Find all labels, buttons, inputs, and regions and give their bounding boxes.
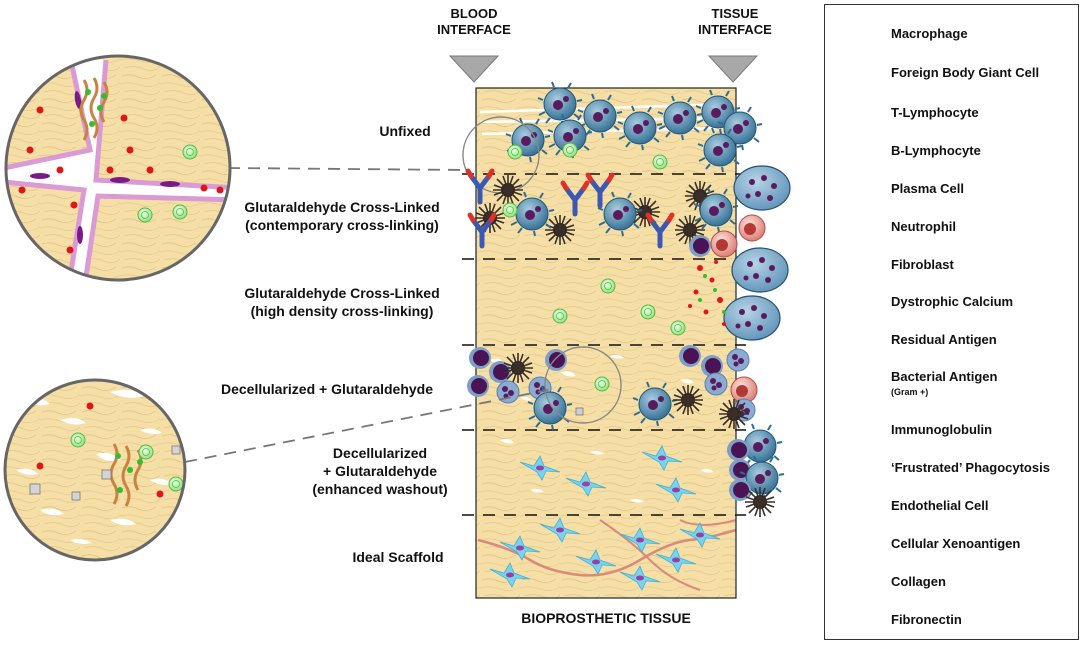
legend-item-immunoglobulin: Immunoglobulin (825, 414, 1078, 448)
layer-label-line: Glutaraldehyde Cross-Linked (244, 285, 440, 301)
legend-sublabel: (Gram +) (891, 387, 929, 397)
legend-item-t-lymphocyte: T-Lymphocyte (825, 97, 1078, 131)
layer-label-line: + Glutaraldehyde (323, 463, 437, 479)
legend-label: Fibronectin (891, 612, 962, 627)
decell-layer-cells (467, 345, 758, 431)
layer-label-enhanced-washout: Decellularized + Glutaraldehyde (enhance… (300, 444, 460, 498)
legend-item-b-lymphocyte: B-Lymphocyte (825, 135, 1078, 169)
layer-dividers (462, 173, 746, 516)
layer-label-line: Ideal Scaffold (352, 549, 444, 565)
legend-item-endothelial-cell: Endothelial Cell (825, 490, 1078, 524)
high-density-layer-cells (552, 247, 789, 341)
tissue-interface-line2: INTERFACE (698, 22, 772, 37)
zoom-circle-decellularized (3, 378, 187, 562)
tissue-interface-line1: TISSUE (711, 6, 759, 21)
tissue-block (476, 88, 736, 598)
blood-interface-line1: BLOOD (450, 6, 498, 21)
legend-item-residual-antigen: Residual Antigen (825, 324, 1078, 358)
tissue-interface-arrow (707, 55, 759, 83)
zoom-connector-bottom (184, 389, 549, 463)
zoom-circle-endothelium (4, 54, 232, 282)
legend-label: B-Lymphocyte (891, 143, 981, 158)
layer-label-ideal-scaffold: Ideal Scaffold (338, 548, 458, 566)
layer-label-unfixed: Unfixed (370, 122, 440, 140)
legend-label: Collagen (891, 574, 946, 589)
legend-label: Plasma Cell (891, 181, 964, 196)
layer-label-line: Decellularized (332, 445, 428, 461)
legend-label: T-Lymphocyte (891, 105, 979, 120)
tissue-block-border (475, 87, 737, 599)
blood-interface-arrow (448, 55, 500, 83)
blood-interface-line2: INTERFACE (437, 22, 511, 37)
layer-label-high-density: Glutaraldehyde Cross-Linked (high densit… (222, 284, 462, 320)
tissue-interface-label: TISSUE INTERFACE (675, 6, 795, 38)
legend-label: Bacterial Antigen (891, 369, 998, 384)
layer-label-line: Unfixed (379, 123, 431, 139)
legend-label: Dystrophic Calcium (891, 294, 1014, 309)
legend-label: ‘Frustrated’ Phagocytosis (891, 460, 1050, 475)
legend-label: Foreign Body Giant Cell (891, 65, 1040, 80)
blood-interface-label: BLOOD INTERFACE (414, 6, 534, 38)
legend-label: Cellular Xenoantigen (891, 536, 1021, 551)
bioprosthetic-tissue-label: BIOPROSTHETIC TISSUE (521, 610, 691, 626)
legend-item-frustrated-phagocytosis: ‘Frustrated’ Phagocytosis (825, 452, 1078, 486)
legend-item-bacterial-antigen: Bacterial Antigen (Gram +) (825, 361, 1078, 397)
layer-label-contemporary: Glutaraldehyde Cross-Linked (contemporar… (222, 198, 462, 234)
legend-item-neutrophil: Neutrophil (825, 211, 1078, 245)
layer-label-line: (contemporary cross-linking) (245, 217, 439, 233)
legend-item-calcium: Dystrophic Calcium (825, 286, 1078, 320)
legend-item-macrophage: Macrophage (825, 18, 1078, 52)
legend-label: Residual Antigen (891, 332, 997, 347)
legend-label: Endothelial Cell (891, 498, 989, 513)
legend-label: Immunoglobulin (891, 422, 993, 437)
layer-label-line: (enhanced washout) (312, 481, 448, 497)
legend-item-plasma-cell: Plasma Cell (825, 173, 1078, 207)
legend-label: Macrophage (891, 26, 968, 41)
legend-item-fibroblast: Fibroblast (825, 249, 1078, 283)
legend-item-collagen: Collagen (825, 566, 1078, 600)
zoom-connector-top (227, 167, 469, 171)
layer-label-line: (high density cross-linking) (250, 303, 434, 319)
layer-label-decellularized: Decellularized + Glutaraldehyde (196, 380, 458, 398)
legend-panel: Macrophage Foreign Body Giant Cell T-Lym… (824, 4, 1079, 640)
layer-label-line: Decellularized + Glutaraldehyde (220, 381, 434, 397)
legend-item-fibronectin: Fibronectin (825, 604, 1078, 638)
layer-label-line: Glutaraldehyde Cross-Linked (244, 199, 440, 215)
legend-label: Neutrophil (891, 219, 956, 234)
legend-item-xenoantigen: Cellular Xenoantigen (825, 528, 1078, 562)
legend-label: Fibroblast (891, 257, 954, 272)
legend-item-giant-cell: Foreign Body Giant Cell (825, 57, 1078, 91)
